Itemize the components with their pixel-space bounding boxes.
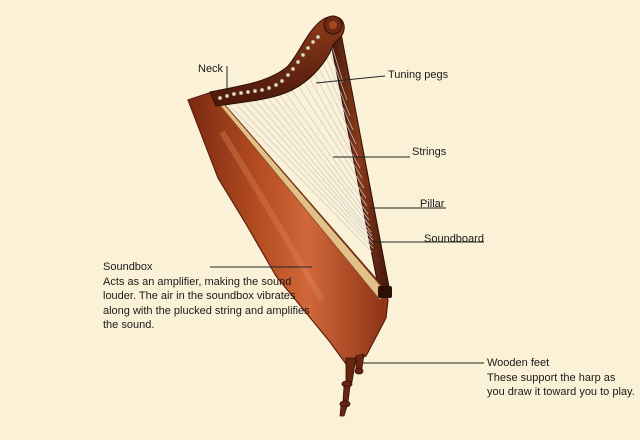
label-neck: Neck (198, 63, 224, 75)
neck-shape (209, 15, 345, 107)
soundbox-description: Acts as an amplifier, making the sound l… (103, 275, 310, 332)
wooden-feet-description: These support the harp as you draw it to… (487, 371, 635, 399)
label-strings: Strings (412, 146, 447, 158)
soundbox-callout: Soundbox Acts as an amplifier, making th… (103, 260, 323, 333)
wooden-feet-callout: Wooden feet These support the harp as yo… (487, 356, 635, 400)
tuning-pegs-group (217, 34, 321, 101)
label-tuning-pegs: Tuning pegs (388, 69, 449, 81)
soundbox-title: Soundbox (103, 261, 153, 273)
wooden-feet-shape (339, 353, 365, 417)
strings-group (221, 29, 374, 253)
label-soundboard: Soundboard (424, 233, 484, 245)
leader-lines (210, 66, 484, 364)
wooden-feet-title: Wooden feet (487, 357, 550, 369)
label-pillar: Pillar (420, 198, 445, 210)
